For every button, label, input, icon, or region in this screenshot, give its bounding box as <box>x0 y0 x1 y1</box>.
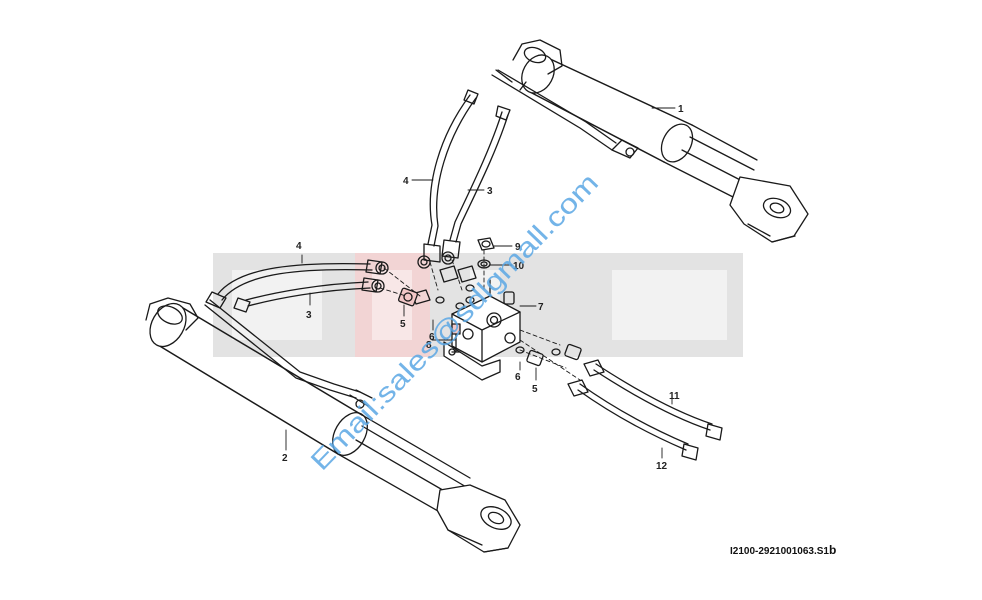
callout-11: 11 <box>669 391 680 402</box>
assembly-dashed-lines <box>379 249 581 381</box>
hose-4-upper <box>417 89 479 269</box>
drawing-code-suffix: b <box>828 543 837 557</box>
callout-5-right: 5 <box>532 384 538 395</box>
callout-5-left: 5 <box>400 319 406 330</box>
callout-1: 1 <box>678 104 684 115</box>
drawing-code-text: I2100-2921001063.S1 <box>730 546 829 557</box>
callout-4-lower: 4 <box>296 241 302 252</box>
fittings-right <box>515 343 582 367</box>
callout-9: 9 <box>515 242 521 253</box>
callout-12: 12 <box>656 461 668 472</box>
callout-leader-lines <box>285 107 676 459</box>
callout-2: 2 <box>282 453 288 464</box>
nut-9 <box>477 237 495 251</box>
callout-8: 8 <box>426 340 432 351</box>
callout-4-upper: 4 <box>403 176 409 187</box>
drawing-code: I2100-2921001063.S1b <box>730 543 836 557</box>
callout-7: 7 <box>538 302 544 313</box>
hose-3-upper <box>441 105 511 265</box>
callout-3-lower: 3 <box>306 310 312 321</box>
bolt-8 <box>451 323 461 353</box>
fittings-upper-row <box>411 265 477 310</box>
callout-10: 10 <box>513 261 525 272</box>
hose-3-lower <box>233 277 385 313</box>
callout-6-right: 6 <box>515 372 521 383</box>
callout-3-upper: 3 <box>487 186 493 197</box>
callout-labels: 1 4 3 4 3 5 6 8 9 10 7 6 5 11 12 2 <box>282 104 684 472</box>
callout-6-left: 6 <box>429 332 435 343</box>
hydraulic-cylinder-2 <box>145 297 521 553</box>
hose-12 <box>567 379 699 461</box>
hose-4-lower <box>205 259 389 309</box>
hydraulic-cylinder-1 <box>491 39 809 243</box>
hose-11 <box>583 359 723 441</box>
